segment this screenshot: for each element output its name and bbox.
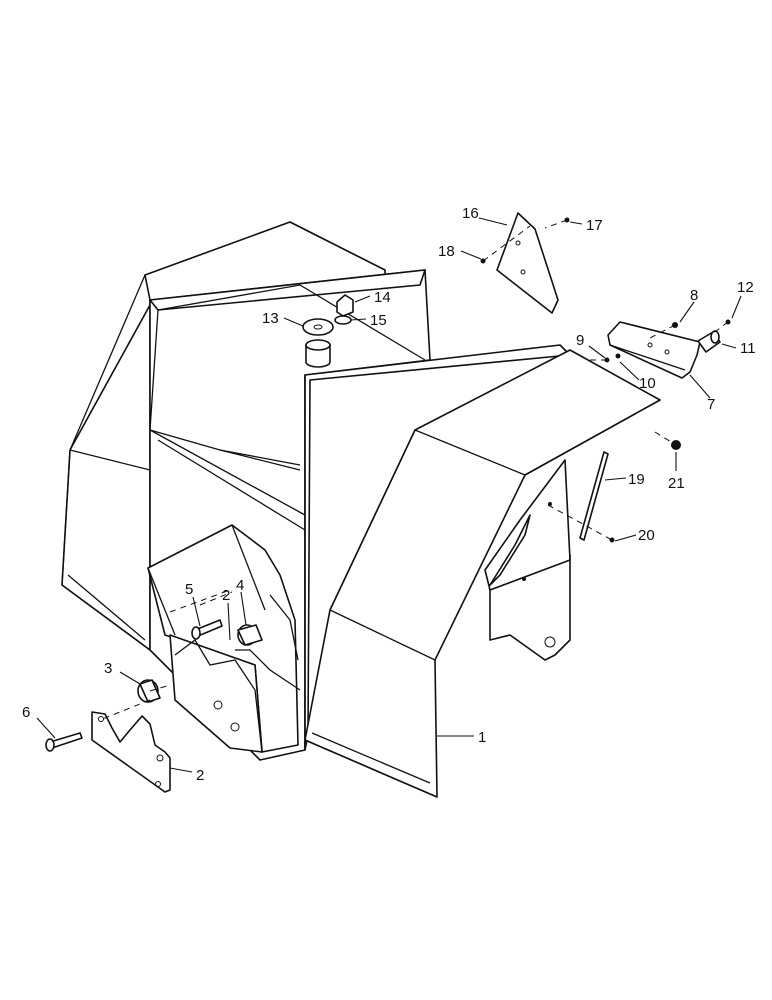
spacer-4	[237, 624, 263, 646]
right-wing-housing	[304, 349, 661, 798]
callout-3: 3	[104, 660, 112, 677]
callout-8: 8	[690, 287, 698, 304]
warning-plate	[496, 212, 559, 314]
assembly-lines	[99, 219, 729, 721]
callout-16: 16	[462, 205, 479, 222]
front-panel	[304, 344, 571, 751]
bolt-5	[191, 619, 223, 640]
callout-6: 6	[22, 704, 30, 721]
filler-assembly	[302, 294, 354, 368]
callout-17: 17	[586, 217, 603, 234]
bracket-assembly	[147, 524, 301, 753]
callout-4: 4	[236, 577, 244, 594]
side-bracket	[607, 321, 701, 379]
bolt-6	[45, 732, 83, 752]
callout-13: 13	[262, 310, 279, 327]
callout-2-plate: 2	[196, 767, 204, 784]
rod-19	[579, 451, 609, 541]
callout-20: 20	[638, 527, 655, 544]
leader-lines	[36, 217, 742, 773]
callout-11: 11	[740, 340, 756, 357]
callout-14: 14	[374, 289, 391, 306]
callout-2-bracket: 2	[222, 587, 230, 604]
callout-labels: 1 2 2 3 4 5 6 7 8 9 10 11 12 13 14 15 16…	[22, 205, 756, 784]
callout-1: 1	[478, 729, 486, 746]
callout-12: 12	[737, 279, 754, 296]
callout-7: 7	[707, 396, 715, 413]
spacer-3	[137, 679, 161, 703]
callout-21: 21	[668, 475, 685, 492]
fasteners	[480, 217, 731, 581]
tube-11	[697, 330, 721, 353]
callout-18: 18	[438, 243, 455, 260]
callout-15: 15	[370, 312, 387, 329]
callout-9: 9	[576, 332, 584, 349]
mounting-plate	[91, 711, 171, 793]
callout-5: 5	[185, 581, 193, 598]
callout-19: 19	[628, 471, 645, 488]
callout-10: 10	[639, 375, 656, 392]
